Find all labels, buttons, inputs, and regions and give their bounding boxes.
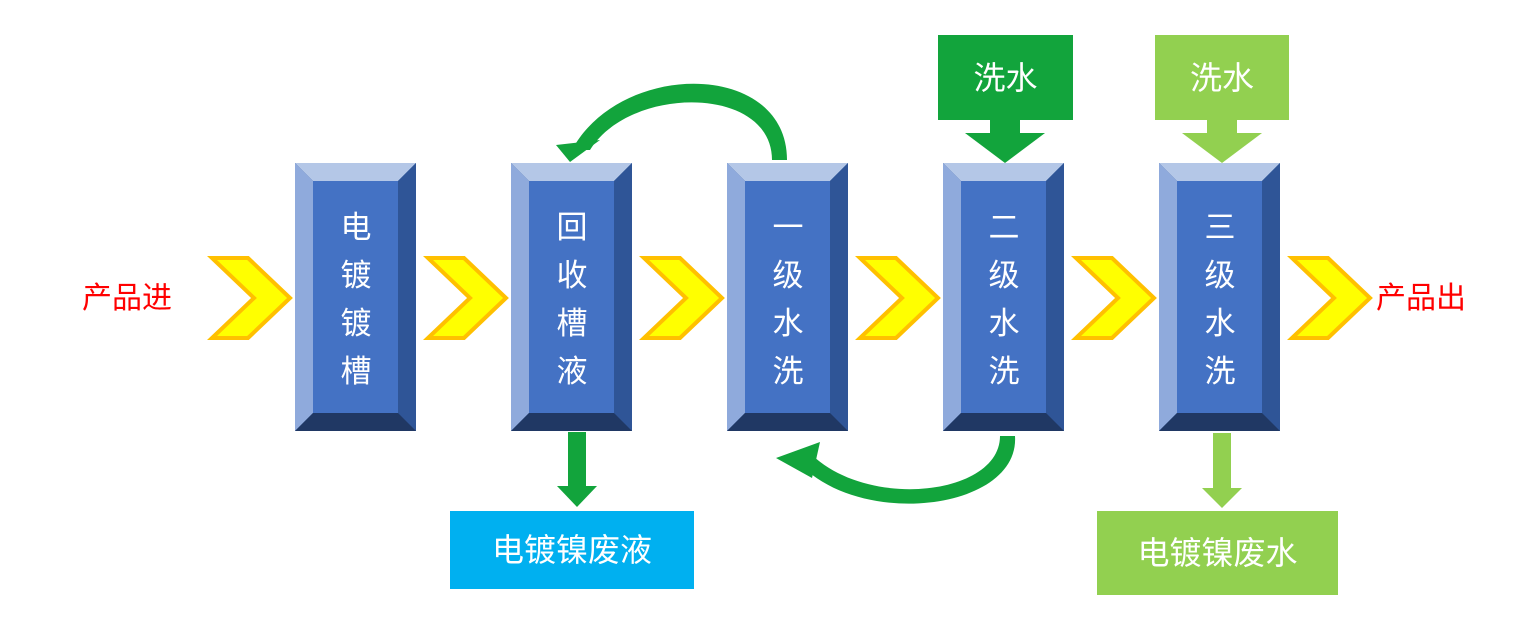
wash-water-label-2: 洗水 — [1189, 59, 1254, 97]
product-in-label: 产品进 — [82, 281, 172, 316]
tank-plating — [295, 163, 416, 431]
tank-rinse-2-label: 二 级 水 洗 — [984, 204, 1024, 396]
tank-recovery-char-1: 回 — [556, 210, 588, 246]
tank-plating-label: 电 镀 镀 槽 — [336, 204, 376, 396]
tank-plating-char-2: 镀 — [340, 258, 372, 294]
chevron-arrow-6 — [1287, 256, 1373, 340]
tank-recovery-char-4: 液 — [556, 354, 588, 390]
tank-rinse-1-char-3: 水 — [772, 306, 804, 342]
tank-rinse-2-char-3: 水 — [988, 306, 1020, 342]
tank-recovery-char-3: 槽 — [556, 306, 588, 342]
return-arrow-bottom — [776, 436, 1016, 504]
return-arrow-top — [556, 83, 787, 162]
wash-water-label-1: 洗水 — [973, 59, 1038, 97]
chevron-arrow-5 — [1071, 256, 1157, 340]
tank-rinse-2 — [943, 163, 1064, 431]
waste-liquid-box — [450, 511, 694, 589]
waste-water-label: 电镀镍废水 — [1137, 534, 1298, 572]
waste-liquid-arrow — [557, 432, 597, 507]
tank-rinse-1-char-1: 一 — [772, 210, 804, 246]
product-out-label: 产品出 — [1376, 281, 1466, 316]
waste-water-arrow — [1202, 433, 1242, 508]
chevron-arrow-1 — [207, 256, 293, 340]
tank-rinse-3-label: 三 级 水 洗 — [1200, 204, 1240, 396]
wash-water-box-1 — [938, 35, 1073, 163]
tank-recovery — [511, 163, 632, 431]
waste-water-box — [1097, 511, 1338, 595]
tank-plating-char-3: 镀 — [340, 306, 372, 342]
tank-rinse-1-char-2: 级 — [772, 258, 804, 294]
chevron-arrow-3 — [639, 256, 725, 340]
tank-rinse-2-char-4: 洗 — [988, 354, 1020, 390]
tank-rinse-3-char-1: 三 — [1204, 210, 1236, 246]
tank-plating-char-1: 电 — [340, 210, 372, 246]
tank-rinse-1-label: 一 级 水 洗 — [768, 204, 808, 396]
waste-liquid-label: 电镀镍废液 — [491, 531, 652, 569]
flow-chevrons — [207, 256, 1373, 340]
tank-rinse-1-char-4: 洗 — [772, 354, 804, 390]
chevron-arrow-2 — [423, 256, 509, 340]
tank-plating-char-4: 槽 — [340, 354, 372, 390]
chevron-arrow-4 — [855, 256, 941, 340]
tank-rinse-1 — [727, 163, 848, 431]
tank-rinse-2-char-1: 二 — [988, 210, 1020, 246]
tank-rinse-3 — [1159, 163, 1280, 431]
tank-rinse-3-char-2: 级 — [1204, 258, 1236, 294]
tank-recovery-label: 回 收 槽 液 — [552, 204, 592, 396]
tank-rinse-3-char-3: 水 — [1204, 306, 1236, 342]
wash-water-box-2 — [1155, 35, 1289, 163]
tank-rinse-3-char-4: 洗 — [1204, 354, 1236, 390]
tank-rinse-2-char-2: 级 — [988, 258, 1020, 294]
tank-recovery-char-2: 收 — [556, 258, 588, 294]
